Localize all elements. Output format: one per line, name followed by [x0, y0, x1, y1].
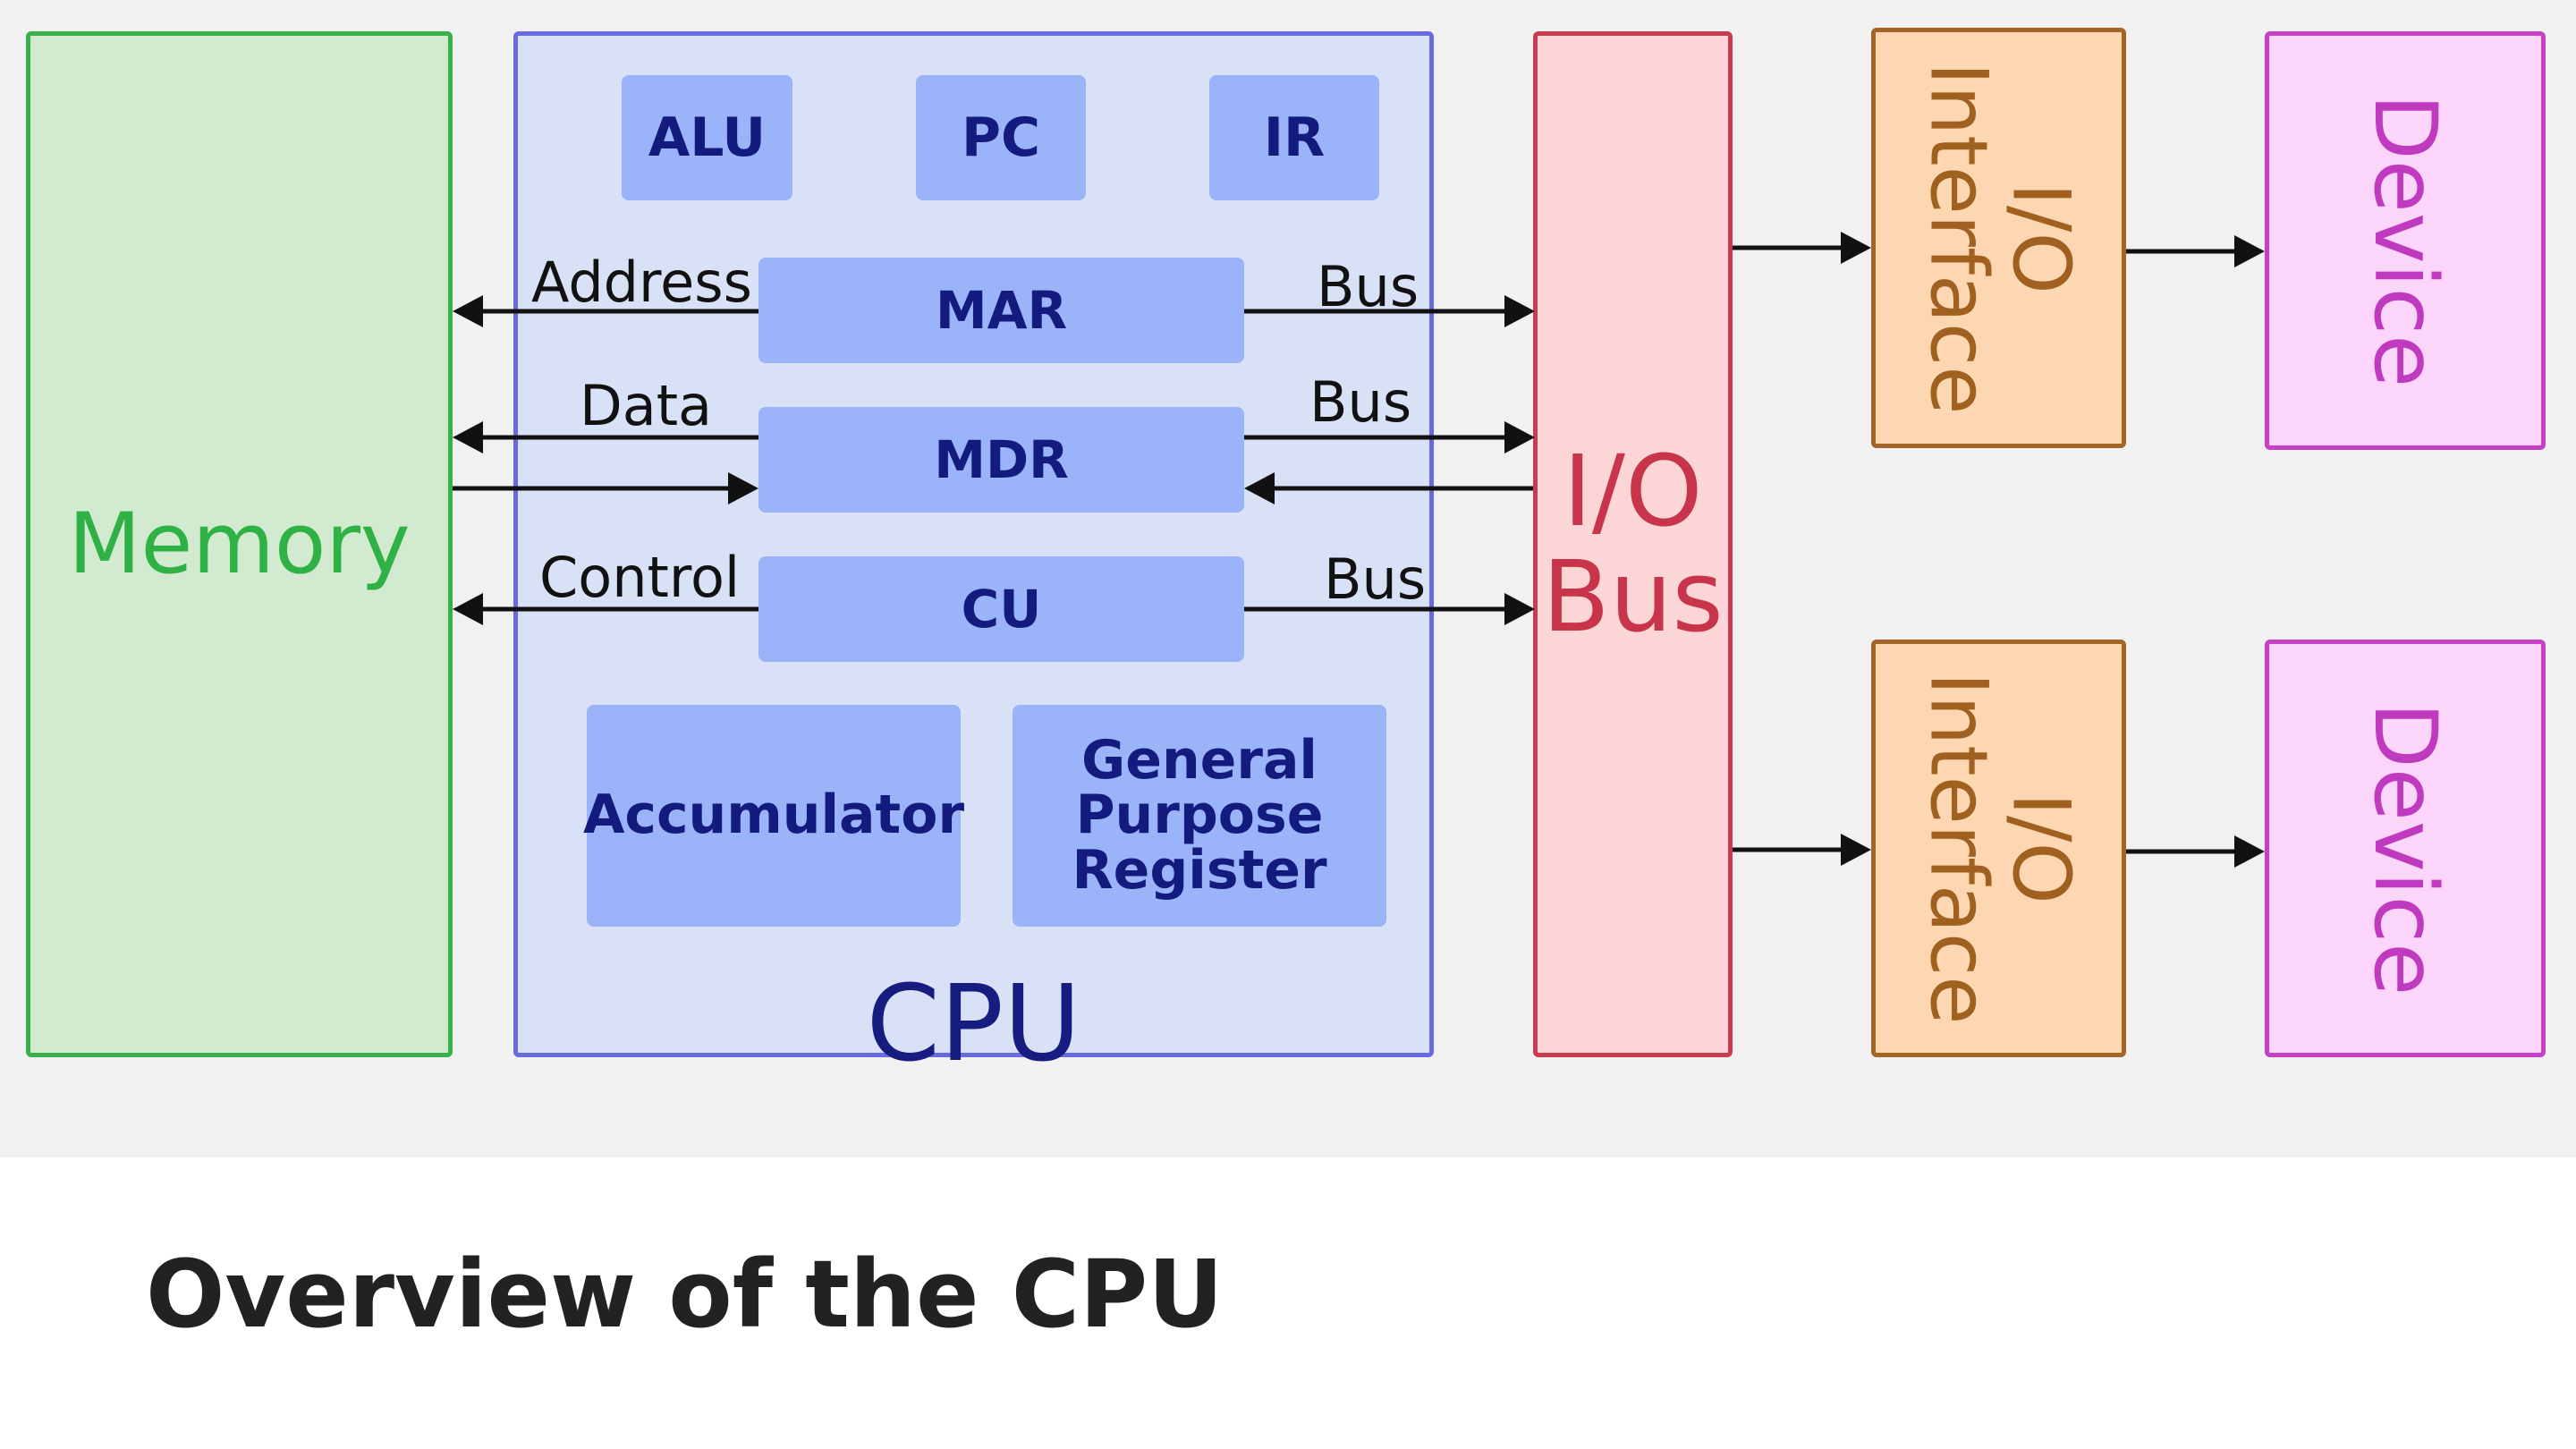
memory-block: Memory [26, 31, 453, 1057]
memory-label: Memory [68, 496, 411, 593]
gpr-line-2: Purpose [1075, 784, 1324, 847]
ir-register: IR [1209, 75, 1379, 200]
io-interface-top: I/O Interface [1871, 28, 2126, 448]
io-bus-label-line-1: I/O [1563, 433, 1703, 548]
device-bottom: Device [2265, 640, 2546, 1057]
io-interface-bottom: I/O Interface [1871, 640, 2126, 1057]
mar-register: MAR [758, 258, 1244, 363]
data-bus-label: Data [580, 373, 713, 438]
control-bus-label: Control [539, 545, 741, 610]
accumulator-register: Accumulator [583, 705, 964, 927]
address-arrowhead-right [1504, 295, 1535, 327]
address-arrowhead-left [453, 295, 483, 327]
interface-to-device-top-arrowhead [2234, 235, 2265, 267]
cpu-diagram: Memory CPU ALU PC IR MAR MDR CU Accumula… [0, 0, 2576, 1157]
address-bus-right-label: Bus [1317, 254, 1419, 319]
connector-arrows [453, 232, 2265, 868]
control-arrowhead-left [453, 593, 483, 625]
cu-register: CU [758, 556, 1244, 662]
data-bus-right-label: Bus [1309, 369, 1412, 435]
general-purpose-register: General Purpose Register [1013, 705, 1386, 927]
figure-caption: Overview of the CPU [146, 1240, 1224, 1349]
bus-to-interface-bottom-arrowhead [1841, 834, 1871, 866]
control-arrowhead-right [1504, 593, 1535, 625]
interface-to-device-bottom-arrowhead [2234, 835, 2265, 868]
data-arrowhead-in [728, 472, 758, 504]
io-bus-block: I/O Bus [1533, 31, 1733, 1057]
io-bus-label-line-2: Bus [1542, 538, 1724, 654]
data-arrowhead-right [1504, 421, 1535, 453]
cpu-label: CPU [866, 962, 1081, 1085]
address-bus-label: Address [531, 250, 752, 315]
mdr-register: MDR [758, 407, 1244, 513]
bus-to-interface-top-arrowhead [1841, 232, 1871, 264]
data-arrowhead-left [453, 421, 483, 453]
gpr-line-3: Register [1072, 838, 1327, 902]
data-arrowhead-back [1244, 472, 1275, 504]
gpr-line-1: General [1081, 729, 1318, 792]
control-bus-right-label: Bus [1324, 547, 1427, 612]
device-top: Device [2265, 31, 2546, 450]
alu-register: ALU [622, 75, 792, 200]
pc-register: PC [916, 75, 1086, 200]
